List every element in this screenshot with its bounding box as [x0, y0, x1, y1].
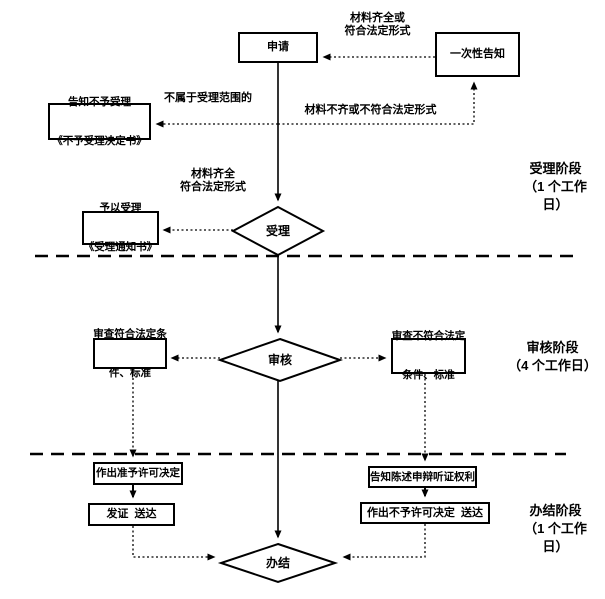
edge-label-complete-legal-line2: 符合法定形式 [180, 181, 246, 193]
review-diamond-shape [216, 337, 344, 383]
review-ok-line1: 审查符合法定条 [93, 327, 167, 340]
stage-complete-line1: 办结阶段 [529, 503, 582, 518]
grant-decision-label: 作出准予许可决定 [96, 467, 180, 479]
reject-line2: 《不予受理决定书》 [52, 134, 147, 147]
review-ok-box: 审查符合法定条 件、标准 [93, 328, 167, 379]
issue-deliver-box: 发证 送达 [88, 503, 175, 526]
stage-review-annotation: 审核阶段 （4 个工作日） [500, 339, 605, 375]
stage-review-line1: 审核阶段 [526, 340, 579, 355]
edge-label-not-in-scope: 不属于受理范围的 [164, 92, 252, 104]
edge-label-complete-legal-line1: 材料齐全 [191, 168, 235, 180]
once-notify-box: 一次性告知 [435, 32, 520, 77]
edge-label-complete-or-legal-line2: 符合法定形式 [344, 25, 411, 37]
edge-label-complete-or-legal: 材料齐全或 符合法定形式 [330, 12, 425, 38]
stage-review-line2: （4 个工作日） [508, 358, 597, 373]
review-fail-line1: 审查不符合法定 [391, 330, 466, 342]
accept-grant-line2: 《受理通知书》 [83, 241, 158, 253]
complete-diamond-shape [217, 542, 339, 584]
stage-complete-line2: （1 个工作 [524, 521, 587, 536]
notify-rights-label: 告知陈述申辩听证权利 [370, 470, 475, 483]
stage-accept-line3: 日） [542, 197, 569, 212]
reject-box: 告知不予受理 《不予受理决定书》 [48, 96, 151, 147]
accept-diamond-label: 受理 [265, 224, 290, 238]
edge-label-incomplete: 材料不齐或不符合法定形式 [304, 104, 437, 116]
review-fail-box: 审查不符合法定 条件、标准 [391, 330, 466, 381]
edge-label-complete-legal: 材料齐全 符合法定形式 [172, 168, 254, 194]
issue-deliver-label: 发证 送达 [106, 508, 157, 520]
stage-complete-line3: 日） [542, 539, 569, 554]
review-diamond-label: 审核 [267, 353, 292, 367]
dotted-deny-to-complete [342, 524, 426, 561]
grant-decision-box: 作出准予许可决定 [93, 462, 183, 485]
accept-grant-line1: 予以受理 [99, 202, 142, 214]
stage-accept-annotation: 受理阶段 （1 个工作 日） [508, 160, 603, 214]
once-notify-label: 一次性告知 [450, 48, 505, 60]
apply-label: 申请 [267, 41, 289, 53]
accept-grant-box: 予以受理 《受理通知书》 [82, 202, 159, 253]
apply-box: 申请 [238, 32, 318, 63]
deny-decision-box: 作出不予许可决定 送达 [360, 502, 490, 524]
complete-diamond-label: 办结 [265, 556, 290, 570]
stage-accept-line1: 受理阶段 [529, 161, 582, 176]
reject-line1: 告知不予受理 [68, 95, 131, 108]
review-ok-line2: 件、标准 [109, 366, 151, 379]
deny-decision-label: 作出不予许可决定 送达 [366, 506, 484, 519]
review-fail-line2: 条件、标准 [402, 369, 455, 381]
dotted-issue-to-complete [132, 526, 216, 561]
accept-diamond-shape [230, 205, 326, 257]
notify-rights-box: 告知陈述申辩听证权利 [368, 466, 477, 488]
edge-label-complete-or-legal-line1: 材料齐全或 [350, 12, 405, 24]
stage-complete-annotation: 办结阶段 （1 个工作 日） [508, 502, 603, 556]
stage-accept-line2: （1 个工作 [524, 179, 587, 194]
